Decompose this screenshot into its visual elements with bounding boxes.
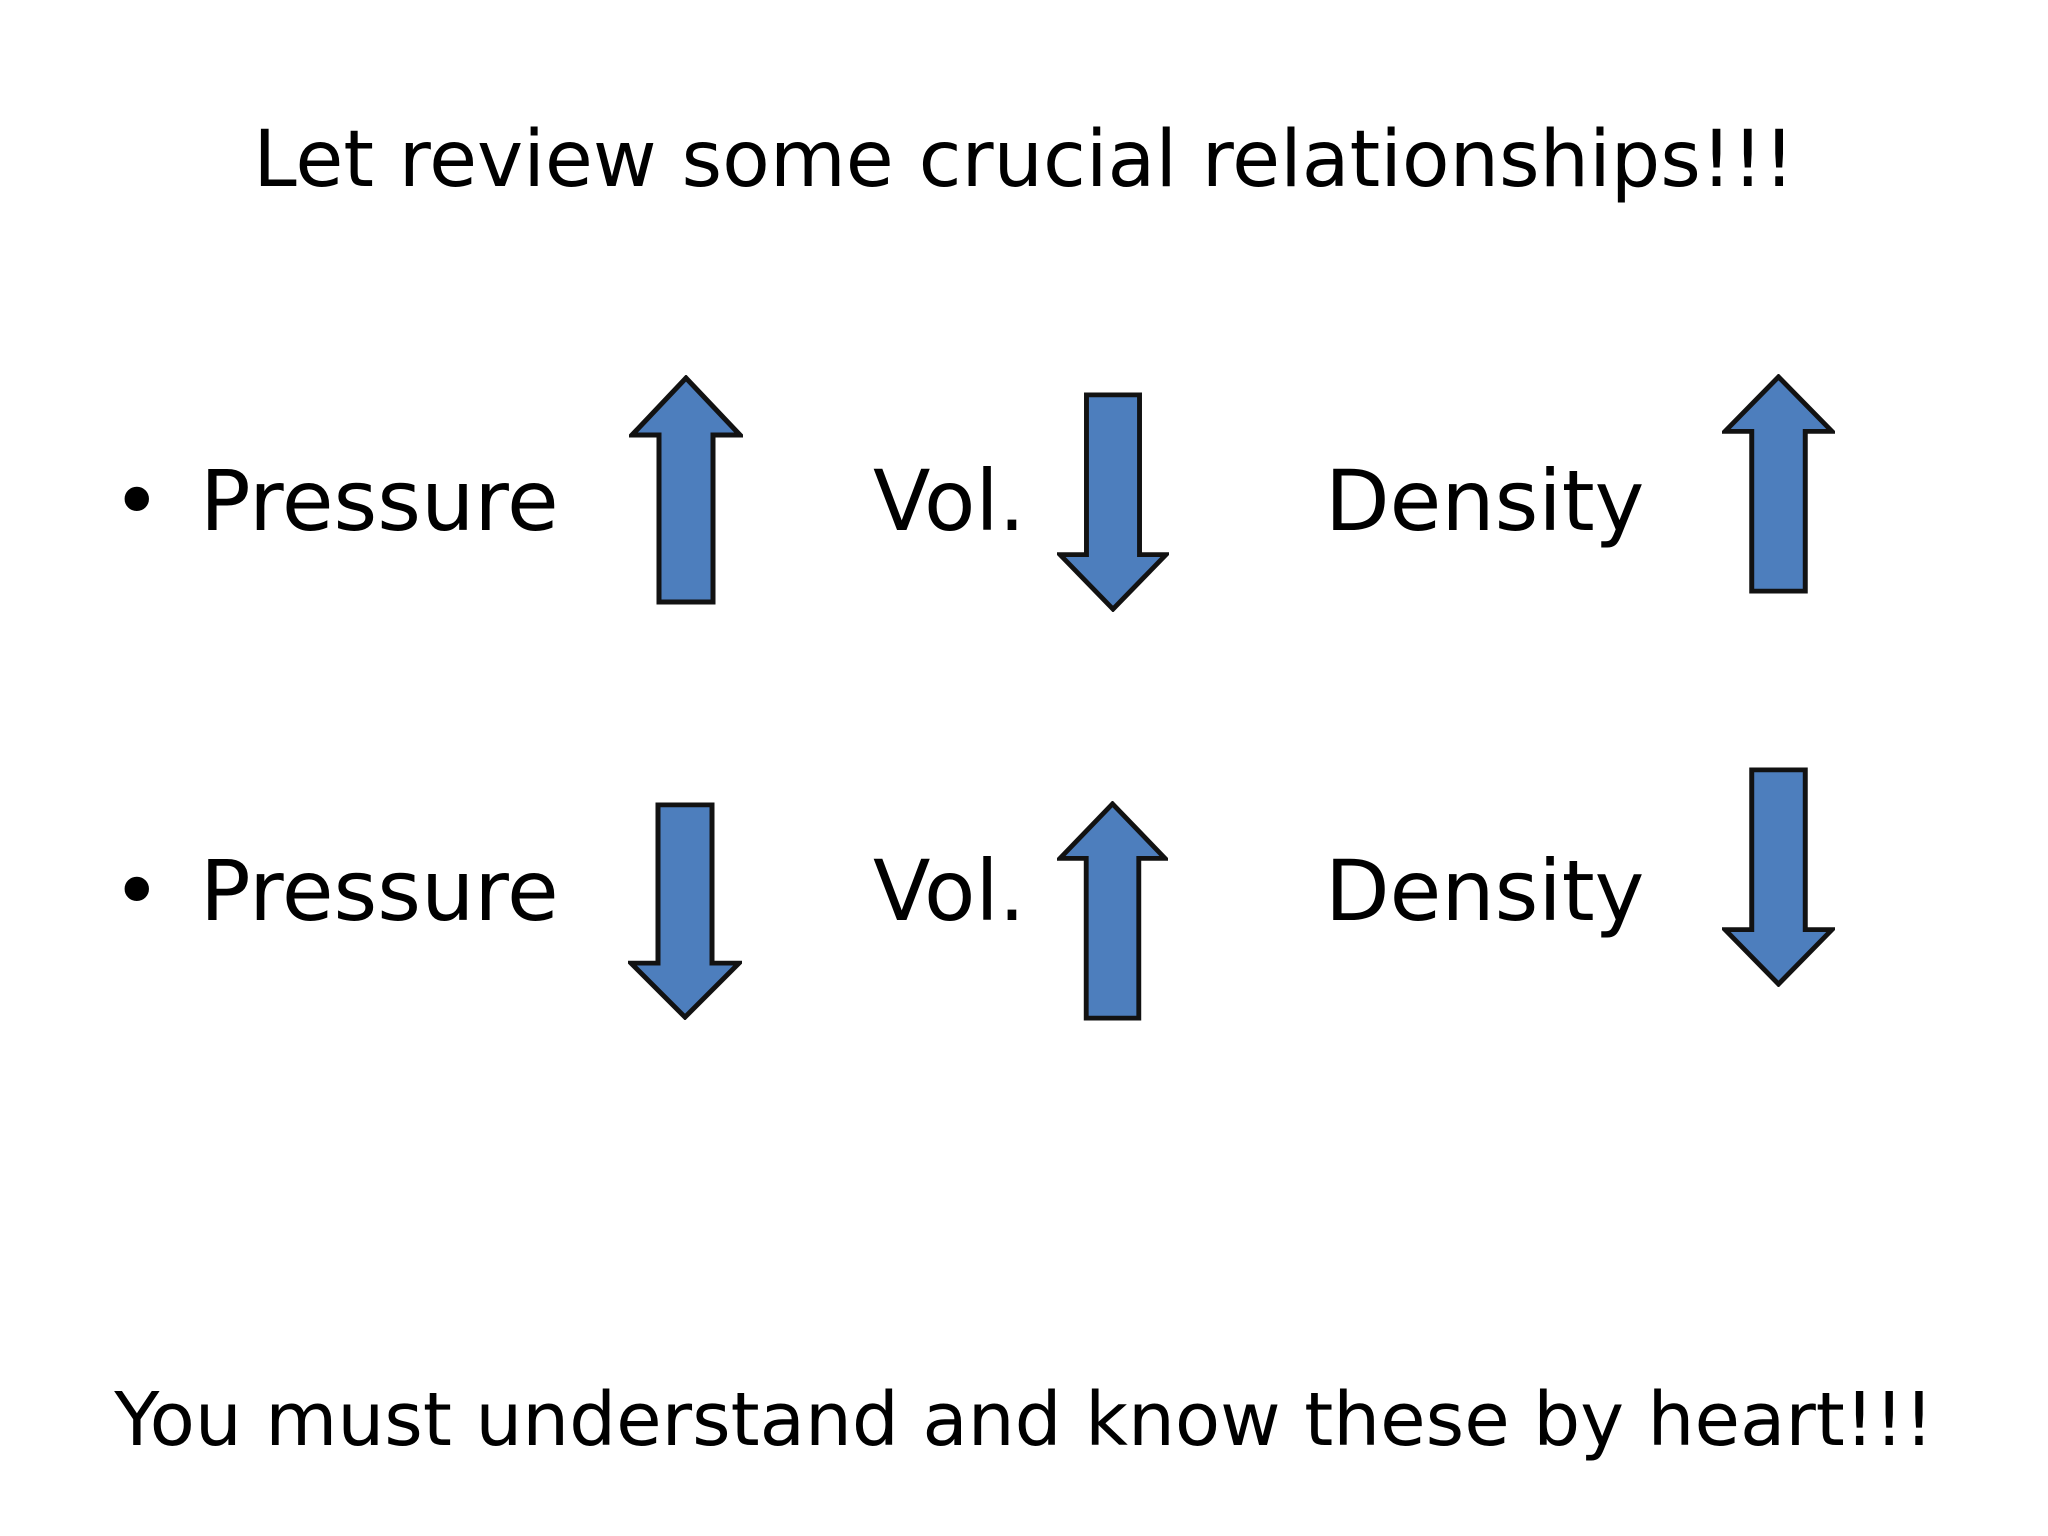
arrow-up-icon [629, 375, 743, 605]
label-density: Density [1325, 842, 1645, 940]
label-volume: Vol. [873, 842, 1026, 940]
label-volume: Vol. [873, 452, 1026, 550]
bullet-icon: • [112, 842, 162, 940]
arrow-up-icon [1722, 374, 1835, 594]
label-pressure: Pressure [200, 842, 559, 940]
page-title: Let review some crucial relationships!!! [253, 115, 1795, 205]
arrow-down-icon [1057, 392, 1169, 612]
bullet-icon: • [112, 452, 162, 550]
label-pressure: Pressure [200, 452, 559, 550]
label-density: Density [1325, 452, 1645, 550]
arrow-up-icon [1057, 801, 1168, 1021]
footer-note: You must understand and know these by he… [114, 1377, 1934, 1463]
arrow-down-icon [1722, 767, 1835, 987]
arrow-down-icon [628, 802, 742, 1020]
